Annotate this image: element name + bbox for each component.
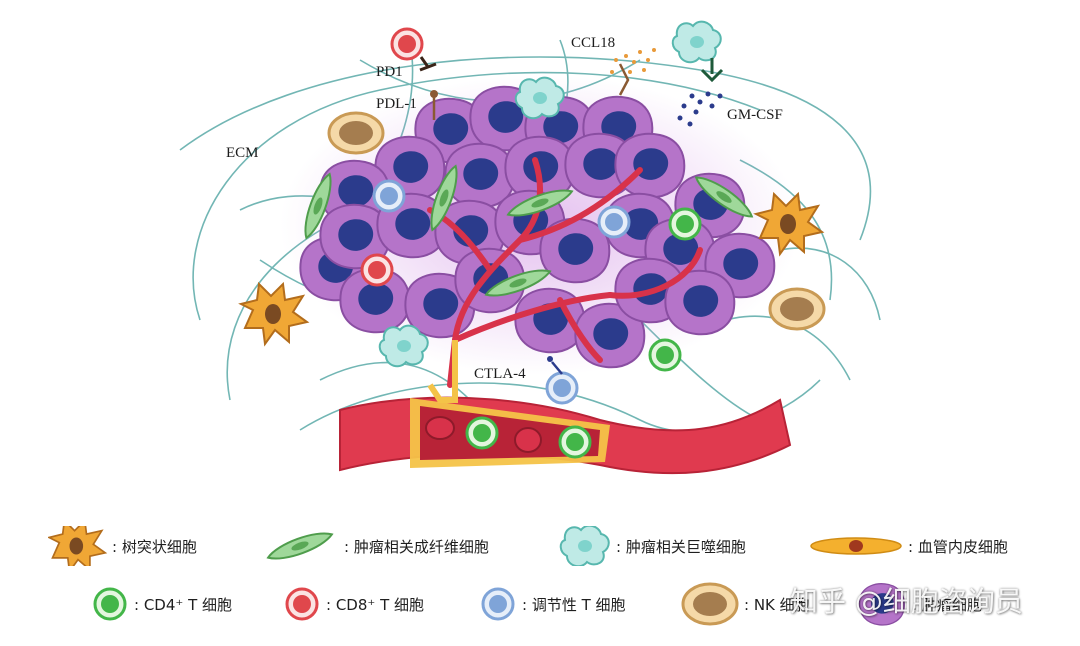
macrophage-cell-icon [558, 526, 612, 566]
cd4-tcell-icon [90, 584, 130, 624]
ctla4-label: CTLA-4 [474, 366, 526, 383]
endothelial-cell-icon [808, 526, 904, 566]
legend-dendritic: : 树突状细胞 [48, 526, 197, 566]
cd8-tcell-icon [282, 584, 322, 624]
fibroblast-cell-icon [260, 526, 340, 566]
legend-caf: : 肿瘤相关成纤维细胞 [260, 526, 489, 566]
legend-tam-text: : 肿瘤相关巨噬细胞 [616, 536, 746, 557]
legend-caf-text: : 肿瘤相关成纤维细胞 [344, 536, 489, 557]
gmcsf-label: GM-CSF [727, 107, 783, 124]
legend-treg-text: : 调节性 T 细胞 [522, 594, 626, 615]
legend-cd8-text: : CD8⁺ T 细胞 [326, 594, 424, 615]
legend-cd8: : CD8⁺ T 细胞 [282, 584, 424, 624]
watermark: 知乎 @细胞咨询员 [790, 580, 1023, 620]
tumor-microenvironment-diagram [0, 0, 1080, 520]
nk-cell-icon [680, 582, 740, 626]
legend-dendritic-text: : 树突状细胞 [112, 536, 197, 557]
treg-cell-icon [478, 584, 518, 624]
ecm-label: ECM [226, 145, 259, 162]
legend-treg: : 调节性 T 细胞 [478, 584, 626, 624]
dendritic-cell-icon [48, 526, 108, 566]
legend-endothelial-text: : 血管内皮细胞 [908, 536, 1008, 557]
pdl1-label: PDL-1 [376, 96, 417, 113]
ccl18-label: CCL18 [571, 35, 615, 52]
pd1-label: PD1 [376, 64, 403, 81]
legend-tam: : 肿瘤相关巨噬细胞 [558, 526, 746, 566]
legend-cd4-text: : CD4⁺ T 细胞 [134, 594, 232, 615]
legend-cd4: : CD4⁺ T 细胞 [90, 584, 232, 624]
legend-endothelial: : 血管内皮细胞 [808, 526, 1008, 566]
